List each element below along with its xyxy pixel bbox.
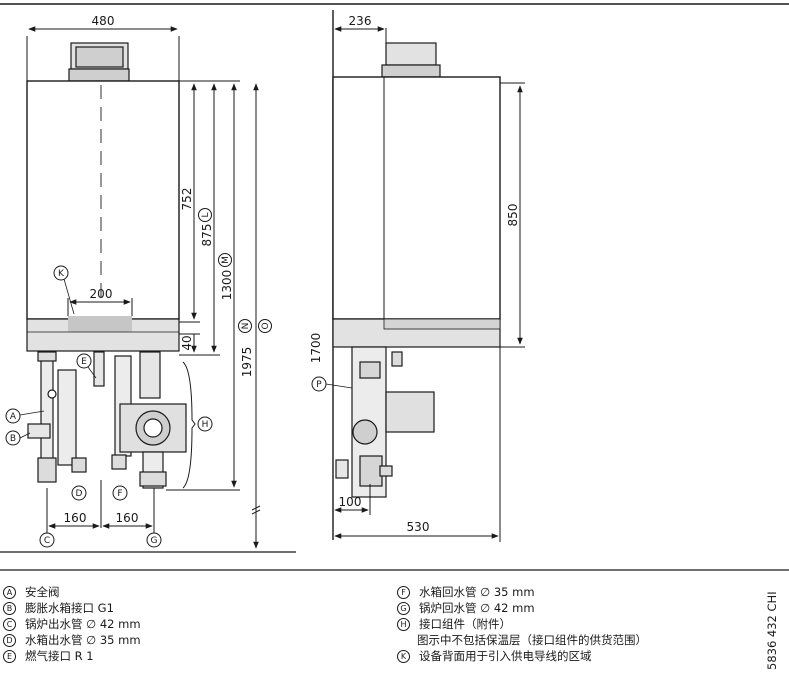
legend-badge-a: A: [3, 585, 16, 599]
document-number: 5836 432 CHI: [765, 591, 779, 670]
marker-k-circle: [53, 265, 69, 281]
legend-text-g: 锅炉回水管 ∅ 42 mm: [419, 601, 535, 615]
legend-badge-g: G: [397, 601, 410, 615]
legend-text-e: 燃气接口 R 1: [25, 649, 94, 663]
marker-a: A: [10, 412, 17, 422]
dim-label-530: 530: [407, 520, 430, 534]
marker-c-circle: [39, 532, 55, 548]
height-markers: [198, 208, 272, 333]
legend-item-f: F 水箱回水管 ∅ 35 mm: [397, 584, 647, 600]
legend-text-b: 膨胀水箱接口 G1: [25, 601, 114, 615]
dim-width-side: [334, 26, 387, 43]
dim-label-160-b: 160: [116, 511, 139, 525]
dim-label-875: 875: [200, 224, 214, 247]
dim-label-752: 752: [180, 188, 194, 211]
legend-item-d: D 水箱出水管 ∅ 35 mm: [3, 632, 141, 648]
dim-label-1975: 1975: [240, 347, 254, 378]
dim-width-200: [67, 298, 133, 316]
legend-item-c: C 锅炉出水管 ∅ 42 mm: [3, 616, 141, 632]
legend-item-k: K 设备背面用于引入供电导线的区域: [397, 648, 647, 664]
legend-text-h: 接口组件（附件）: [419, 617, 511, 631]
legend-item-b: B 膨胀水箱接口 G1: [3, 600, 141, 616]
legend-text-h-note: 图示中不包括保温层（接口组件的供货范围）: [417, 633, 647, 647]
legend-badge-h: H: [397, 617, 410, 631]
legend-item-h-note: 图示中不包括保温层（接口组件的供货范围）: [397, 632, 647, 648]
marker-d-circle: [71, 485, 87, 501]
marker-c: C: [44, 536, 50, 546]
legend-text-c: 锅炉出水管 ∅ 42 mm: [25, 617, 141, 631]
front-view: [26, 42, 196, 538]
marker-e-circle: [76, 353, 92, 369]
marker-g-circle: [146, 532, 162, 548]
dim-width-front: [26, 26, 180, 81]
dim-heights-front: [166, 80, 261, 549]
marker-d: D: [76, 489, 83, 499]
marker-n: N: [241, 323, 251, 330]
legend-badge-f: F: [397, 585, 410, 599]
marker-e: E: [81, 357, 87, 367]
marker-p: P: [316, 380, 322, 390]
legend-badge-c: C: [3, 617, 16, 631]
legend-badge-b: B: [3, 601, 16, 615]
legend-text-f: 水箱回水管 ∅ 35 mm: [419, 585, 535, 599]
marker-p-leader: [325, 383, 353, 389]
dim-label-1300: 1300: [220, 270, 234, 301]
marker-l: L: [201, 212, 211, 217]
marker-h: H: [202, 420, 209, 430]
marker-k: K: [58, 269, 65, 279]
marker-f-circle: [112, 485, 128, 501]
legend-item-h: H 接口组件（附件）: [397, 616, 647, 632]
dim-label-100: 100: [339, 495, 362, 509]
dim-label-480: 480: [92, 14, 115, 28]
legend-badge-k: K: [397, 649, 410, 663]
marker-g: G: [151, 536, 158, 546]
side-view: [332, 10, 501, 540]
dim-label-200: 200: [90, 287, 113, 301]
marker-h-circle: [197, 416, 213, 432]
marker-a-leader: [19, 410, 45, 416]
marker-a-circle: [5, 408, 21, 424]
legend-text-a: 安全阀: [25, 585, 60, 599]
marker-o: O: [261, 322, 271, 329]
marker-m: M: [221, 256, 231, 264]
legend-badge-e: E: [3, 649, 16, 663]
dim-label-850: 850: [506, 204, 520, 227]
legend-item-g: G 锅炉回水管 ∅ 42 mm: [397, 600, 647, 616]
marker-b: B: [10, 434, 16, 444]
marker-f: F: [117, 489, 122, 499]
marker-b-leader: [19, 432, 31, 439]
dim-label-1700: 1700: [309, 333, 323, 364]
legend-item-a: A 安全阀: [3, 584, 141, 600]
legend-text-k: 设备背面用于引入供电导线的区域: [419, 649, 592, 663]
legend-badge-d: D: [3, 633, 16, 647]
dim-depth-530: [334, 347, 501, 542]
legend-text-d: 水箱出水管 ∅ 35 mm: [25, 633, 141, 647]
legend-item-e: E 燃气接口 R 1: [3, 648, 141, 664]
marker-e-leader: [87, 366, 97, 379]
dim-label-236: 236: [349, 14, 372, 28]
dim-label-160-a: 160: [64, 511, 87, 525]
marker-k-leader: [63, 278, 75, 315]
legend-left: A 安全阀 B 膨胀水箱接口 G1 C 锅炉出水管 ∅ 42 mm D 水箱出水管 ∅ …: [3, 584, 141, 664]
dim-depth-100: [334, 484, 371, 515]
dim-height-side: [500, 82, 525, 348]
dim-label-40: 40: [180, 335, 194, 350]
